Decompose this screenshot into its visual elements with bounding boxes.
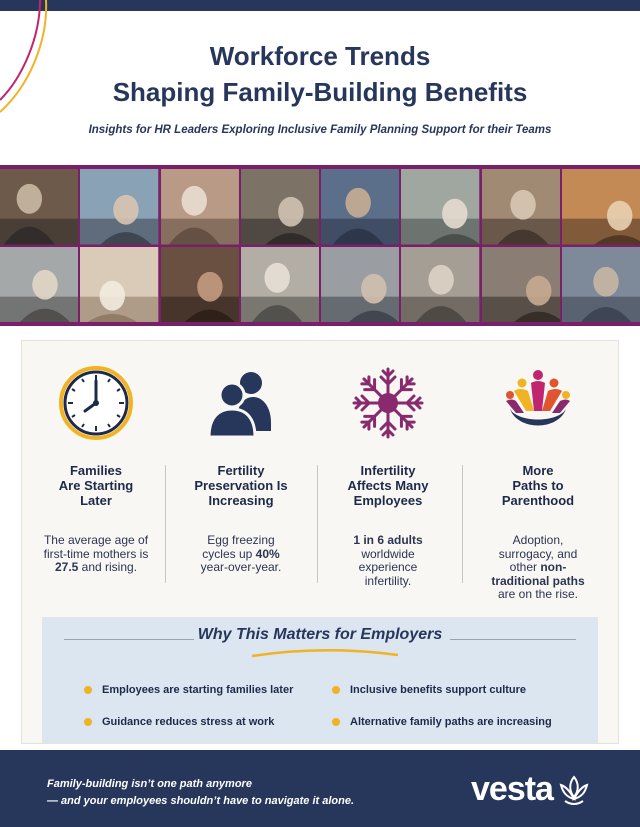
collage-photo xyxy=(160,246,239,322)
bullet-dot xyxy=(84,686,92,694)
collage-photo xyxy=(561,246,640,322)
bullet-dot xyxy=(332,686,340,694)
collage-photo xyxy=(561,169,640,245)
column-divider xyxy=(317,465,318,583)
title-line-2: Shaping Family-Building Benefits xyxy=(112,77,528,107)
trend-text: Adoption, surrogacy, and other non-tradi… xyxy=(491,533,585,601)
why-bullet: Employees are starting families later xyxy=(84,684,293,696)
people-icon xyxy=(207,372,271,439)
collage-photo xyxy=(481,169,560,245)
collage-photo xyxy=(481,246,560,322)
collage-photo xyxy=(0,169,79,245)
page-subtitle: Insights for HR Leaders Exploring Inclus… xyxy=(88,124,552,136)
trend-text: Egg freezing cycles up 40% year-over-yea… xyxy=(200,533,282,574)
column-divider xyxy=(462,465,463,583)
snowflake-icon xyxy=(352,367,424,439)
bullet-dot xyxy=(84,718,92,726)
heading-underline-swoosh xyxy=(251,648,399,658)
trend-text: 1 in 6 adults worldwide experience infer… xyxy=(353,533,423,588)
heading-rule-left xyxy=(64,639,194,640)
family-figures-icon xyxy=(506,370,570,426)
why-bullet: Alternative family paths are increasing xyxy=(332,716,552,728)
collage-photo xyxy=(321,169,400,245)
collage-photo xyxy=(160,169,239,245)
collage-photo xyxy=(321,246,400,322)
top-bar xyxy=(0,0,640,11)
bullet-dot xyxy=(332,718,340,726)
collage-photo xyxy=(401,169,480,245)
page-title: Workforce Trends Shaping Family-Building… xyxy=(0,38,640,110)
collage-photo xyxy=(240,169,319,245)
collage-photo xyxy=(80,169,159,245)
collage-photo xyxy=(80,246,159,322)
photo-collage xyxy=(0,165,640,326)
heading-rule-right xyxy=(450,639,576,640)
decorative-arcs xyxy=(0,0,48,113)
why-section: Why This Matters for Employers Employees… xyxy=(42,617,598,743)
trend-text: The average age of first-time mothers is… xyxy=(43,533,149,574)
lotus-logo-icon xyxy=(559,774,589,805)
why-bullet: Inclusive benefits support culture xyxy=(332,684,526,696)
why-heading: Why This Matters for Employers xyxy=(197,626,443,643)
title-line-1: Workforce Trends xyxy=(209,41,431,71)
footer-tagline: Family-building isn’t one path anymore —… xyxy=(47,778,355,807)
why-bullet: Guidance reduces stress at work xyxy=(84,716,274,728)
collage-photo xyxy=(240,246,319,322)
vesta-logo: vesta xyxy=(471,770,591,809)
column-divider xyxy=(165,465,166,583)
collage-photo xyxy=(401,246,480,322)
clock-icon xyxy=(59,366,133,440)
collage-photo xyxy=(0,246,79,322)
footer: Family-building isn’t one path anymore —… xyxy=(0,750,640,827)
